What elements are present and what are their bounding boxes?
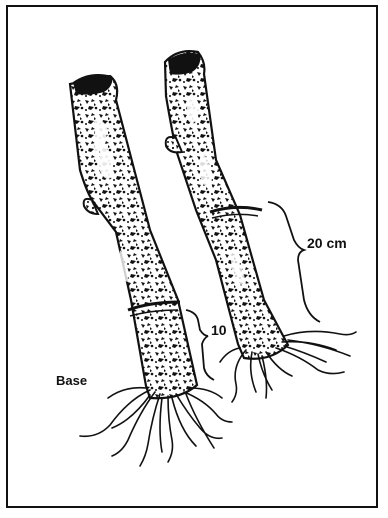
base-label: Base — [56, 373, 87, 388]
left-measure-label: 10 — [211, 322, 227, 338]
right-measure-label: 20 cm — [307, 235, 347, 251]
left-roots — [80, 388, 232, 466]
right-measure-bracket — [268, 202, 320, 322]
right-cutting-stem — [165, 51, 288, 359]
right-cutting — [165, 51, 356, 402]
